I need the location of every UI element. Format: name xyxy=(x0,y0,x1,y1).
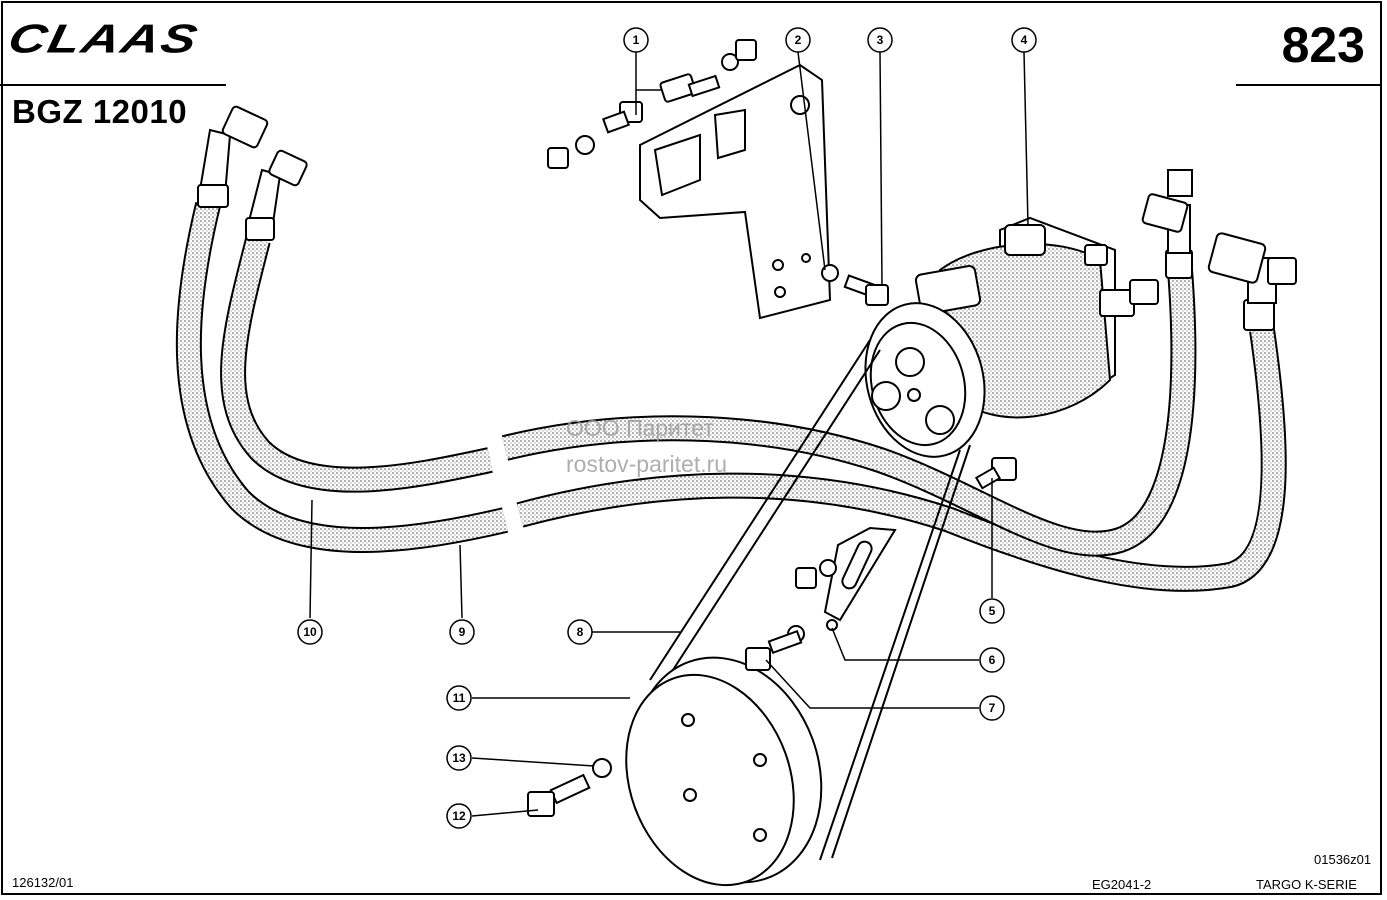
hose-fittings-right xyxy=(1141,169,1297,331)
callout-8: 8 xyxy=(567,619,593,645)
svg-text:11: 11 xyxy=(453,691,466,705)
callout-2: 2 xyxy=(785,27,811,53)
brand-underline xyxy=(0,84,226,86)
tensioner-and-fasteners xyxy=(527,457,1017,817)
svg-text:7: 7 xyxy=(989,701,996,715)
callout-9: 9 xyxy=(449,619,475,645)
page-number: 823 xyxy=(1281,17,1365,73)
svg-text:12: 12 xyxy=(452,809,466,823)
svg-text:4: 4 xyxy=(1021,33,1028,47)
mounting-bracket xyxy=(639,63,832,320)
svg-text:9: 9 xyxy=(459,625,466,639)
page-number-underline xyxy=(1236,84,1382,86)
document-id: BGZ 12010 xyxy=(12,93,188,130)
callout-10: 10 xyxy=(297,619,323,645)
ac-compressor xyxy=(864,216,1159,458)
svg-text:8: 8 xyxy=(577,625,584,639)
callout-11: 11 xyxy=(446,685,472,711)
callouts: 1 2 3 4 5 6 7 8 9 10 11 12 13 xyxy=(297,27,1037,829)
hose-fittings-left xyxy=(197,105,308,241)
footer-center-code: EG2041-2 xyxy=(1092,877,1152,892)
leader-lines xyxy=(309,51,1029,817)
hose-9 xyxy=(175,201,1287,592)
footer-series: TARGO K-SERIE xyxy=(1256,877,1357,892)
svg-text:2: 2 xyxy=(795,33,802,47)
footer-left-code: 126132/01 xyxy=(12,875,74,890)
crank-pulley xyxy=(625,656,823,887)
svg-text:6: 6 xyxy=(989,653,996,667)
callout-13: 13 xyxy=(446,745,472,771)
bracket-fasteners xyxy=(547,39,889,306)
drive-belt xyxy=(649,339,971,861)
callout-3: 3 xyxy=(867,27,893,53)
callout-7: 7 xyxy=(979,695,1005,721)
svg-text:10: 10 xyxy=(303,625,317,639)
svg-text:5: 5 xyxy=(989,604,996,618)
callout-12: 12 xyxy=(446,803,472,829)
footer-drawing-code: 01536z01 xyxy=(1314,852,1372,867)
callout-5: 5 xyxy=(979,598,1005,624)
callout-4: 4 xyxy=(1011,27,1037,53)
hose-10 xyxy=(220,236,1197,557)
svg-text:1: 1 xyxy=(633,33,640,47)
watermark-url: rostov-paritet.ru xyxy=(566,451,728,477)
callout-6: 6 xyxy=(979,647,1005,673)
svg-text:13: 13 xyxy=(452,751,466,765)
callout-1: 1 xyxy=(623,27,649,53)
svg-text:3: 3 xyxy=(877,33,884,47)
watermark-company: ООО Паритет xyxy=(566,415,714,441)
